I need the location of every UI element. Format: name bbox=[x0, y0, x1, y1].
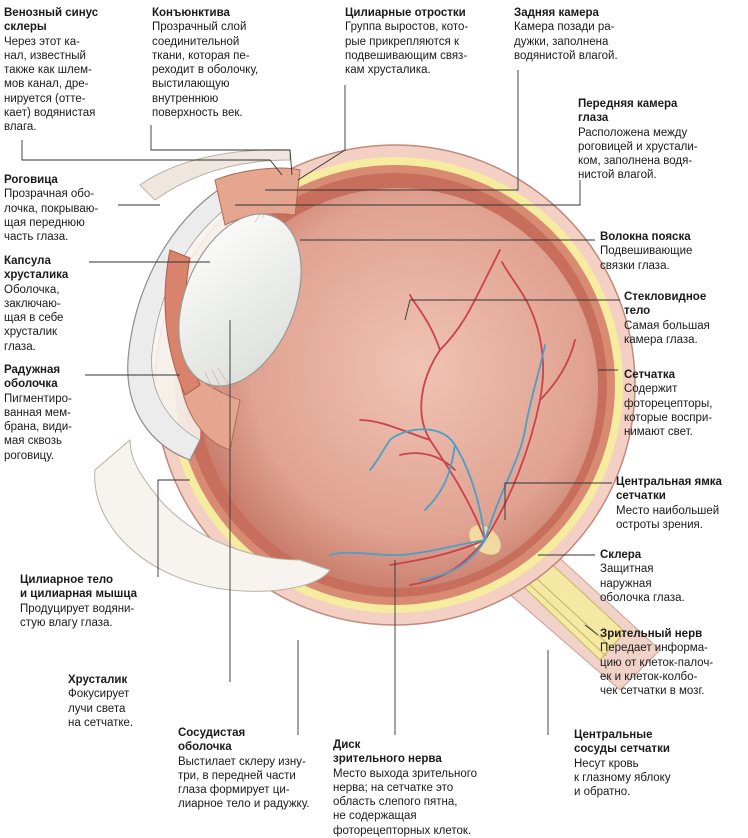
label-venous-sinus-title: Венозный синус склеры bbox=[4, 7, 99, 34]
label-posterior-chamber-desc: Камера позади ра- дужки, заполнена водян… bbox=[514, 21, 618, 62]
eyelid-skin bbox=[94, 438, 331, 592]
label-conjunctiva-title: Конъюнктива bbox=[152, 7, 230, 19]
label-vitreous: Стекловидное тело Самая большая камера г… bbox=[624, 290, 744, 347]
label-ciliary-processes-desc: Группа выростов, кото- рые прикрепляются… bbox=[345, 21, 469, 77]
label-ciliary-body: Цилиарное тело и цилиарная мышца Продуци… bbox=[20, 573, 160, 630]
label-zonule: Волокна пояска Подвешивающие связки глаз… bbox=[600, 230, 730, 273]
label-iris-desc: Пигментиро- ванная мем- брана, види- мая… bbox=[4, 392, 73, 462]
label-optic-nerve: Зрительный нерв Передает информа- цию от… bbox=[600, 627, 740, 698]
label-lens-capsule-desc: Оболочка, заключаю- щая в себе хрусталик… bbox=[4, 283, 64, 353]
label-fovea-desc: Место наибольшей остроты зрения. bbox=[616, 504, 720, 531]
label-retina-desc: Содержит фоторецепторы, которые воспри- … bbox=[624, 383, 713, 439]
label-venous-sinus-desc: Через этот ка- нал, известный также как … bbox=[4, 35, 96, 134]
leader-lines bbox=[21, 70, 620, 735]
label-central-vessels-desc: Несут кровь к глазному яблоку и обратно. bbox=[574, 757, 671, 799]
label-optic-nerve-desc: Передает информа- цию от клеток-палоч- е… bbox=[600, 642, 714, 698]
label-sclera-title: Склера bbox=[600, 549, 642, 561]
label-optic-disc-desc: Место выхода зрительного нерва; на сетча… bbox=[333, 767, 478, 837]
label-central-vessels-title: Центральные сосуды сетчатки bbox=[574, 729, 670, 756]
retinal-veins bbox=[329, 344, 546, 581]
label-ciliary-body-title: Цилиарное тело и цилиарная мышца bbox=[20, 574, 137, 601]
label-iris: Радужная оболочка Пигментиро- ванная мем… bbox=[4, 363, 94, 463]
label-choroid-title: Сосудистая оболочка bbox=[178, 727, 246, 754]
label-retina-title: Сетчатка bbox=[624, 369, 676, 381]
label-fovea-title: Центральная ямка сетчатки bbox=[616, 476, 722, 503]
label-fovea: Центральная ямка сетчатки Место наибольш… bbox=[616, 475, 746, 532]
label-anterior-chamber: Передняя камера глаза Расположена между … bbox=[578, 97, 728, 183]
label-lens-desc: Фокусирует лучи света на сетчатке. bbox=[68, 688, 134, 729]
label-sclera: Склера Защитная наружная оболочка глаза. bbox=[600, 548, 730, 605]
label-cornea-desc: Прозрачная обо- лочка, покрываю- щая пер… bbox=[4, 188, 99, 244]
label-vitreous-title: Стекловидное тело bbox=[624, 291, 707, 318]
label-zonule-title: Волокна пояска bbox=[600, 231, 691, 243]
label-cornea-title: Роговица bbox=[4, 174, 58, 186]
label-ciliary-processes-title: Цилиарные отростки bbox=[345, 7, 466, 19]
label-lens-capsule-title: Капсула хрусталика bbox=[4, 255, 69, 282]
label-optic-disc: Диск зрительного нерва Место выхода зрит… bbox=[333, 738, 503, 838]
label-zonule-desc: Подвешивающие связки глаза. bbox=[600, 245, 693, 272]
label-iris-title: Радужная оболочка bbox=[4, 364, 61, 391]
label-central-vessels: Центральные сосуды сетчатки Несут кровь … bbox=[574, 728, 714, 799]
label-vitreous-desc: Самая большая камера глаза. bbox=[624, 319, 710, 346]
lens-shape bbox=[178, 213, 302, 387]
label-ciliary-processes: Цилиарные отростки Группа выростов, кото… bbox=[345, 6, 495, 77]
label-venous-sinus: Венозный синус склеры Через этот ка- нал… bbox=[4, 6, 112, 135]
label-sclera-desc: Защитная наружная оболочка глаза. bbox=[600, 563, 685, 604]
label-cornea: Роговица Прозрачная обо- лочка, покрываю… bbox=[4, 173, 124, 244]
eyelid-upper bbox=[139, 149, 291, 201]
label-choroid: Сосудистая оболочка Выстилает склеру изн… bbox=[178, 726, 338, 812]
label-conjunctiva: Конъюнктива Прозрачный слой соединительн… bbox=[152, 6, 282, 120]
label-posterior-chamber: Задняя камера Камера позади ра- дужки, з… bbox=[514, 6, 644, 63]
label-posterior-chamber-title: Задняя камера bbox=[514, 7, 599, 19]
label-optic-nerve-title: Зрительный нерв bbox=[600, 628, 703, 640]
label-ciliary-body-desc: Продуцирует водяни- стую влагу глаза. bbox=[20, 602, 135, 629]
label-anterior-chamber-desc: Расположена между роговицей и хрустали- … bbox=[578, 126, 698, 182]
label-choroid-desc: Выстилает склеру изну- три, в передней ч… bbox=[178, 755, 310, 811]
label-optic-disc-title: Диск зрительного нерва bbox=[333, 739, 442, 766]
label-retina: Сетчатка Содержит фоторецепторы, которые… bbox=[624, 368, 744, 439]
label-lens: Хрусталик Фокусирует лучи света на сетча… bbox=[68, 673, 168, 730]
label-lens-capsule: Капсула хрусталика Оболочка, заключаю- щ… bbox=[4, 254, 94, 354]
label-conjunctiva-desc: Прозрачный слой соединительной ткани, ко… bbox=[152, 21, 259, 120]
label-lens-title: Хрусталик bbox=[68, 674, 128, 686]
label-anterior-chamber-title: Передняя камера глаза bbox=[578, 98, 678, 125]
zonule-fibers bbox=[204, 171, 301, 411]
